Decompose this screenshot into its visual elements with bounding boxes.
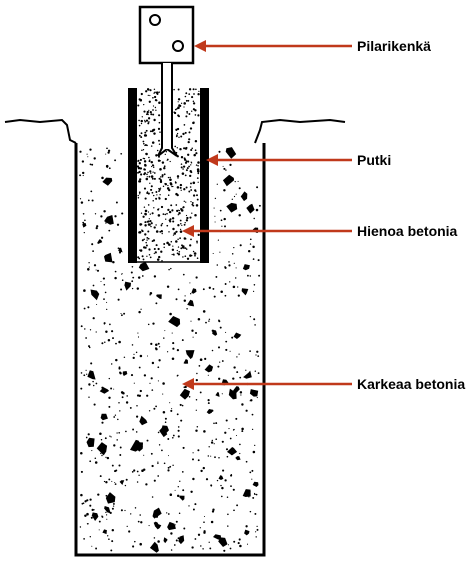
pipe-left-wall <box>128 88 137 263</box>
arrow-left-icon <box>182 225 352 237</box>
coarse-concrete-fill <box>79 147 261 553</box>
bracket-stem-fill <box>163 63 171 149</box>
foundation-hole-outline <box>74 143 266 557</box>
ground-line-right <box>254 118 346 144</box>
label-pipe: Putki <box>357 152 391 168</box>
bracket-plate <box>138 5 195 65</box>
arrow-left-icon <box>182 378 352 390</box>
label-bracket: Pilarikenkä <box>357 38 431 54</box>
arrow-left-icon <box>206 154 352 166</box>
ground-line-left <box>4 118 77 144</box>
fine-concrete-fill <box>136 88 200 262</box>
bolt-hole-icon <box>172 40 184 52</box>
pipe-right-wall <box>200 88 209 263</box>
bolt-hole-icon <box>149 14 161 26</box>
arrow-left-icon <box>194 40 352 52</box>
label-fine-concrete: Hienoa betonia <box>357 223 458 239</box>
label-coarse-concrete: Karkeaa betonia <box>357 376 465 392</box>
